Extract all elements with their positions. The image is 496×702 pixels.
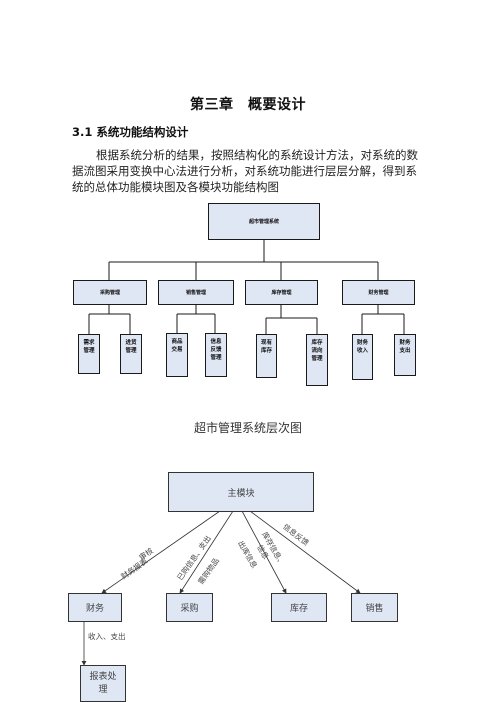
module-node-purchase: 采购管理: [73, 280, 147, 305]
module-node-inventory: 库存管理: [245, 280, 318, 305]
child-node-restock: 进货管理: [120, 334, 142, 374]
flow-node-inventory: 库存: [271, 593, 327, 622]
flow-node-sales: 销售: [351, 593, 398, 622]
section-title: 3.1 系统功能结构设计: [72, 125, 189, 139]
child-node-demand: 需求管理: [78, 334, 100, 374]
figure-caption: 超市管理系统层次图: [193, 421, 302, 435]
child-node-expense: 财务支出: [394, 334, 416, 376]
flow-node-purchase: 采购: [166, 593, 213, 622]
flow-node-finance: 财务: [68, 593, 122, 622]
main-module-node: 主模块: [168, 472, 314, 512]
report-node: 报表处理: [80, 665, 126, 702]
label-report-flow: 收入、支出: [88, 632, 126, 641]
child-node-feedback: 信息反馈管理: [205, 333, 227, 377]
chapter-title: 第三章 概要设计: [190, 97, 306, 113]
child-node-trade: 商品交易: [166, 333, 188, 377]
child-node-income: 财务收入: [352, 334, 373, 380]
body-paragraph: 根据系统分析的结果，按照结构化的系统设计方法，对系统的数据流图采用变换中心法进行…: [72, 148, 418, 194]
child-node-current-stock: 现有库存: [256, 334, 277, 378]
module-node-sales: 销售管理: [158, 280, 234, 305]
child-node-stock-flow: 库存流向管理: [306, 334, 328, 386]
root-node: 超市管理系统: [208, 203, 320, 240]
module-node-finance: 财务管理: [342, 280, 415, 305]
